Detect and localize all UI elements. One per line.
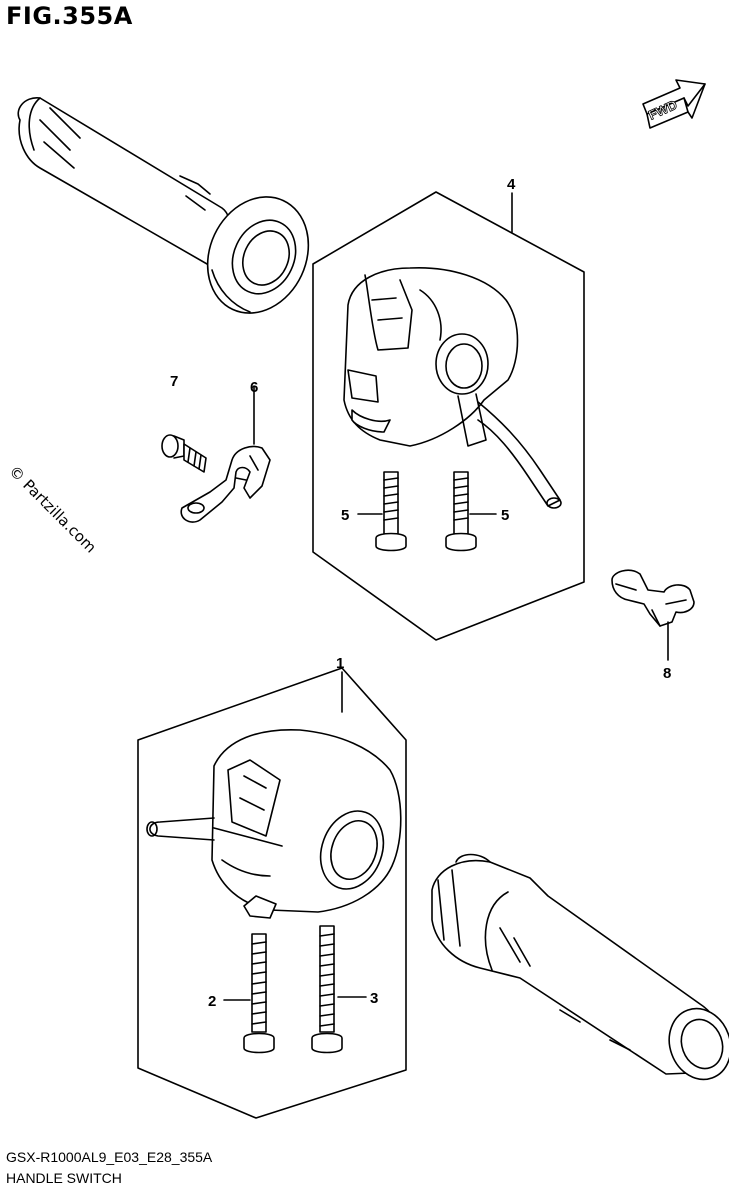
callout-2: 2: [208, 993, 216, 1010]
throttle-grip: [431, 853, 729, 1081]
screw-3: [311, 925, 343, 1054]
right-switch-housing: [343, 266, 562, 509]
assembly-box-1: [137, 667, 407, 1119]
callout-4: 4: [507, 176, 516, 193]
footer-diagram-code: GSX-R1000AL9_E03_E28_355A: [6, 1149, 213, 1165]
bolt-7: [161, 434, 207, 473]
screw-2: [243, 933, 275, 1054]
clamp-6: [180, 385, 271, 523]
callouts: 4 7 6 5 5 1 8 2 3: [170, 176, 671, 1010]
footer-diagram-name: HANDLE SWITCH: [6, 1170, 122, 1186]
left-grip: [17, 97, 310, 314]
callout-5-left: 5: [341, 507, 349, 524]
callout-8: 8: [663, 665, 671, 682]
fwd-arrow-icon: FWD: [642, 79, 706, 129]
screw-5-left: [375, 471, 407, 552]
assembly-box-4: [312, 191, 585, 641]
screw-5-right: [445, 471, 477, 552]
clip-8: [611, 569, 695, 627]
figure-title: FIG.355A: [6, 2, 133, 30]
callout-1: 1: [336, 655, 344, 672]
callout-5-right: 5: [501, 507, 509, 524]
callout-7: 7: [170, 373, 178, 390]
callout-3: 3: [370, 990, 378, 1007]
callout-6: 6: [250, 379, 258, 396]
left-switch-housing: [146, 729, 402, 919]
